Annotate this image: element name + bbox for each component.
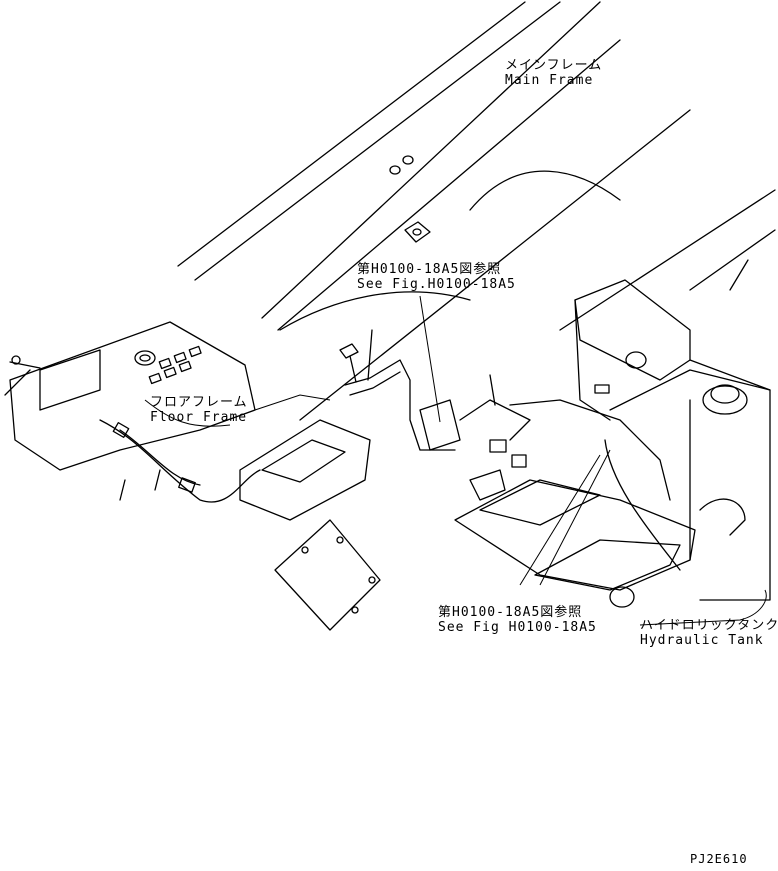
main-frame-label-en: Main Frame — [505, 73, 594, 88]
ref-upper-label-en: See Fig.H0100-18A5 — [357, 277, 516, 292]
floor-frame — [4, 321, 256, 471]
junction-box — [419, 374, 531, 501]
tank-bracket — [454, 399, 696, 591]
leader-lines — [254, 295, 767, 626]
hydraulic-tank-label-en: Hydraulic Tank — [640, 633, 764, 648]
floor-frame-leader — [144, 399, 231, 427]
floor-frame-label-jp: フロアフレーム — [150, 395, 248, 410]
ref-lower-label: 第H0100-18A5図参照 See Fig H0100-18A5 — [438, 605, 597, 635]
hydraulic-tank-label-jp: ハイドロリックタンク — [640, 618, 778, 633]
ref-upper-label: 第H0100-18A5図参照 See Fig.H0100-18A5 — [357, 262, 516, 292]
ref-upper-label-jp: 第H0100-18A5図参照 — [357, 262, 502, 277]
main-frame-label: メインフレーム Main Frame — [505, 58, 602, 88]
hydraulic-tank-label: ハイドロリックタンク Hydraulic Tank — [640, 618, 778, 648]
floor-frame-label: フロアフレーム Floor Frame — [150, 395, 248, 425]
cable-harness — [99, 419, 261, 503]
main-frame-washers — [389, 155, 431, 243]
drawing-code: PJ2E610 — [690, 852, 748, 866]
main-frame-label-jp: メインフレーム — [505, 58, 603, 73]
center-bolts — [339, 329, 456, 451]
mount-bracket — [239, 419, 381, 631]
main-frame-rails — [177, 1, 776, 421]
ref-lower-label-en: See Fig H0100-18A5 — [438, 620, 597, 635]
ref-lower-label-jp: 第H0100-18A5図参照 — [438, 605, 583, 620]
floor-frame-label-en: Floor Frame — [150, 410, 248, 425]
hydraulic-tank — [574, 279, 771, 608]
